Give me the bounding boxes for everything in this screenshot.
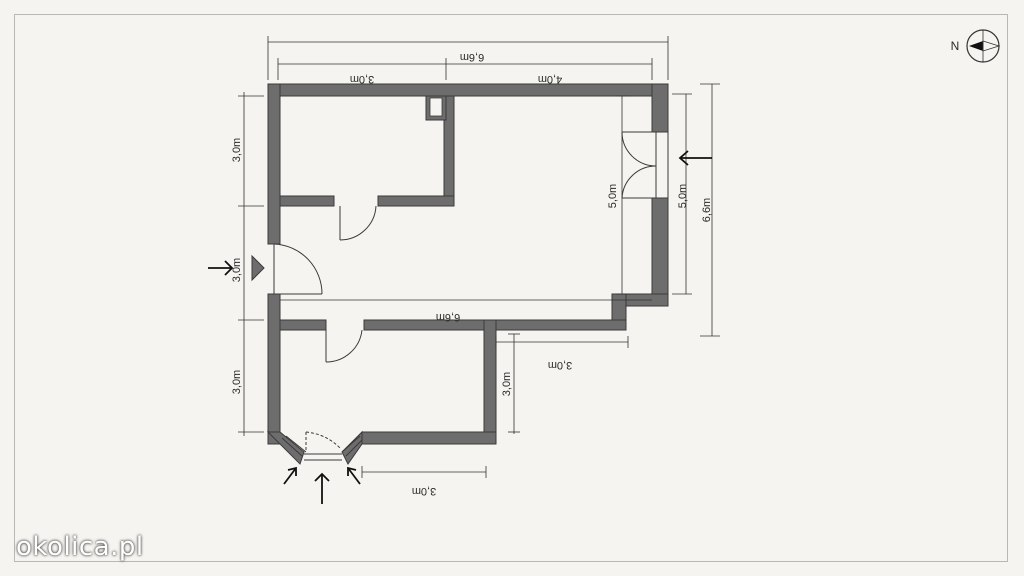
watermark-logo: okolica.pl [16, 532, 144, 562]
entrance-arrow-east [678, 150, 712, 166]
door-right-double [621, 131, 669, 199]
door-lower-room [325, 329, 363, 363]
dim-lower-right-height: 3,0m [501, 372, 513, 396]
bay-window [281, 431, 363, 461]
entrance-marker-triangle [251, 254, 265, 282]
wall-right-lower [651, 197, 669, 307]
dim-right-room-height: 5,0m [607, 184, 619, 208]
dim-left-upper: 3,0m [231, 138, 243, 162]
dim-middle-width: 6,6m [436, 311, 460, 323]
wall-bay-left [266, 431, 305, 465]
door-upper-room [339, 205, 377, 241]
wall-bottom [361, 431, 497, 445]
shaft-interior [429, 97, 443, 117]
dimension-lines [238, 36, 720, 478]
wall-partition-horizontal-right [377, 195, 455, 207]
dim-lower-right-width: 3,0m [548, 359, 572, 371]
dim-top-left: 3,0m [350, 73, 374, 85]
walls [266, 83, 669, 465]
wall-left-lower [267, 293, 281, 445]
wall-lower-right-vertical [483, 319, 497, 445]
entrance-arrow-west [208, 254, 265, 282]
compass-north-icon: N [951, 29, 1001, 63]
dim-right-total-height: 6,6m [701, 198, 713, 222]
dim-right-outer-height: 5,0m [677, 184, 689, 208]
entrance-arrow-bottom-left [283, 466, 297, 485]
wall-middle-left [279, 319, 327, 331]
dim-top-total: 6,6m [460, 51, 484, 63]
entrance-arrow-bottom-right [347, 466, 361, 485]
dim-bottom-width: 3,0m [412, 485, 436, 497]
wall-right-upper [651, 83, 669, 133]
wall-partition-horizontal-left [279, 195, 335, 207]
wall-left-upper [267, 83, 281, 245]
entrance-arrow-bottom-center [314, 472, 330, 504]
wall-top [267, 83, 669, 97]
drawing-frame [14, 14, 1008, 562]
dim-left-middle: 3,0m [231, 258, 243, 282]
door-entrance-left [268, 243, 323, 295]
dim-left-lower: 3,0m [231, 370, 243, 394]
dim-top-right: 4,0m [538, 73, 562, 85]
compass-north-label: N [951, 39, 960, 53]
